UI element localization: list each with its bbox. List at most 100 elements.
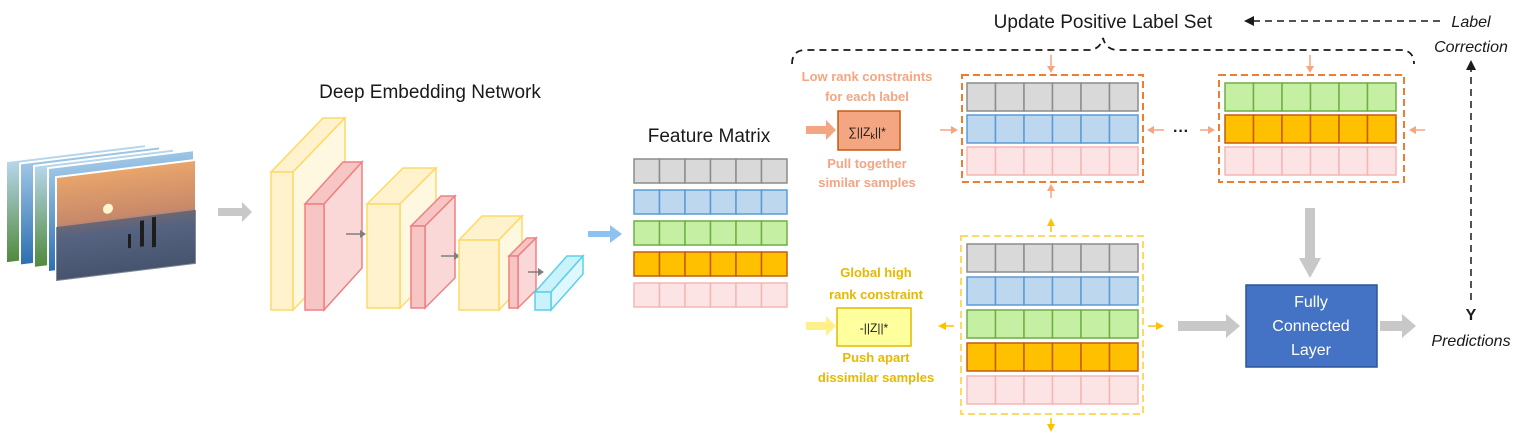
- label-matrix-1: [966, 82, 1139, 176]
- global-matrix-cell: [1108, 309, 1139, 339]
- conv-block-2: [303, 160, 364, 312]
- global-matrix-cell: [1023, 243, 1054, 273]
- label-matrix-2-cell: [1281, 82, 1312, 112]
- feature-matrix-cell: [735, 251, 763, 277]
- label-matrix-1-cell: [1108, 82, 1139, 112]
- global-matrix-cell: [994, 309, 1025, 339]
- arrow-icon: [1244, 16, 1440, 26]
- y-symbol: Y: [1466, 307, 1477, 324]
- feature-matrix-row-orange: [633, 251, 788, 277]
- label-matrix-2-cell: [1338, 146, 1369, 176]
- label-matrix-2-cell: [1338, 114, 1369, 144]
- label-matrix-2-cell: [1224, 82, 1255, 112]
- global-matrix-cell: [966, 309, 997, 339]
- feature-matrix-row-green: [633, 220, 788, 246]
- label-matrix-1-cell: [966, 82, 997, 112]
- label-matrix-2-cell: [1366, 114, 1397, 144]
- feature-matrix-cell: [633, 220, 661, 246]
- global-matrix-cell: [1023, 309, 1054, 339]
- feature-matrix-cell: [760, 158, 788, 184]
- global-matrix-row-orange: [966, 342, 1139, 372]
- label-matrix-1-frame: [961, 74, 1144, 183]
- feature-matrix-cell: [684, 189, 712, 215]
- feature-matrix-cell: [760, 220, 788, 246]
- label-matrix-1-cell: [994, 146, 1025, 176]
- label-matrix-1-cell: [1080, 114, 1111, 144]
- global-matrix-cell: [994, 276, 1025, 306]
- arrow-icon: [1466, 60, 1476, 300]
- photo-stack-icon: [5, 142, 197, 283]
- low-rank-text-1: Low rank constraints: [802, 69, 933, 84]
- global-matrix-cell: [994, 375, 1025, 405]
- feature-matrix-cell: [658, 158, 686, 184]
- network-blocks: [269, 116, 585, 312]
- global-matrix-cell: [1080, 375, 1111, 405]
- arrow-icon: [346, 230, 366, 238]
- feature-matrix-cell: [658, 251, 686, 277]
- label-matrix-2: [1224, 82, 1397, 176]
- low-rank-text-2: for each label: [825, 89, 909, 104]
- feature-matrix-cell: [658, 220, 686, 246]
- arrow-icon: [441, 252, 460, 260]
- push-text-2: dissimilar samples: [818, 370, 934, 385]
- global-matrix-cell: [966, 375, 997, 405]
- label-matrix-2-frame: [1218, 74, 1405, 183]
- feature-matrix-cell: [735, 189, 763, 215]
- arrow-icon: [218, 202, 252, 222]
- feature-matrix-cell: [709, 189, 737, 215]
- embedding-block: [533, 254, 585, 312]
- feature-matrix-row-pink: [633, 282, 788, 308]
- arrow-icon: [806, 120, 836, 140]
- feature-matrix: [633, 158, 788, 308]
- feature-matrix-cell: [658, 282, 686, 308]
- global-matrix-cell: [966, 243, 997, 273]
- label-matrix-2-cell: [1309, 146, 1340, 176]
- label-matrix-1-cell: [1108, 114, 1139, 144]
- label-matrix-1-row-gray: [966, 82, 1139, 112]
- feature-matrix-cell: [709, 220, 737, 246]
- feature-matrix-cell: [633, 251, 661, 277]
- global-rank-box: [836, 307, 912, 347]
- global-matrix-cell: [1051, 309, 1082, 339]
- network-title: Deep Embedding Network: [319, 82, 541, 103]
- global-matrix-cell: [1080, 309, 1111, 339]
- arrow-icon: [806, 316, 836, 336]
- low-rank-formula: ∑||Zk||*: [848, 125, 886, 141]
- global-matrix-cell: [1108, 276, 1139, 306]
- feature-matrix-row-gray: [633, 158, 788, 184]
- feature-matrix-cell: [735, 282, 763, 308]
- feature-matrix-cell: [633, 282, 661, 308]
- fc-text-2: Connected: [1272, 318, 1349, 335]
- label-matrix-2-cell: [1224, 114, 1255, 144]
- label-matrix-2-cell: [1309, 82, 1340, 112]
- label-matrix-1-cell: [1108, 146, 1139, 176]
- global-matrix-cell: [1108, 243, 1139, 273]
- label-set-brace: [791, 37, 1415, 65]
- arrow-icon: [938, 218, 1164, 432]
- global-text-1: Global high: [840, 265, 912, 280]
- global-matrix-cell: [966, 342, 997, 372]
- label-matrix-1-cell: [1051, 146, 1082, 176]
- pull-text-2: similar samples: [818, 175, 916, 190]
- fully-connected-layer: [1245, 284, 1378, 368]
- global-matrix-cell: [1051, 243, 1082, 273]
- label-matrix-1-row-pink: [966, 146, 1139, 176]
- label-matrix-2-cell: [1281, 114, 1312, 144]
- label-matrix-2-cell: [1366, 82, 1397, 112]
- update-label-set-title: Update Positive Label Set: [994, 12, 1213, 33]
- fc-text-1: Fully: [1294, 294, 1328, 311]
- feature-matrix-cell: [633, 158, 661, 184]
- arrow-icon: [528, 268, 544, 276]
- global-matrix-cell: [994, 243, 1025, 273]
- label-matrix-1-cell: [1051, 114, 1082, 144]
- feature-matrix-cell: [684, 251, 712, 277]
- feature-matrix-cell: [760, 282, 788, 308]
- fc-text-3: Layer: [1291, 342, 1332, 359]
- feature-matrix-cell: [633, 189, 661, 215]
- feature-matrix-cell: [735, 158, 763, 184]
- label-matrix-1-cell: [966, 114, 997, 144]
- label-matrix-1-cell: [1023, 114, 1054, 144]
- label-matrix-1-cell: [1080, 146, 1111, 176]
- global-formula: -||Z||*: [860, 321, 889, 335]
- label-matrix-2-cell: [1252, 146, 1283, 176]
